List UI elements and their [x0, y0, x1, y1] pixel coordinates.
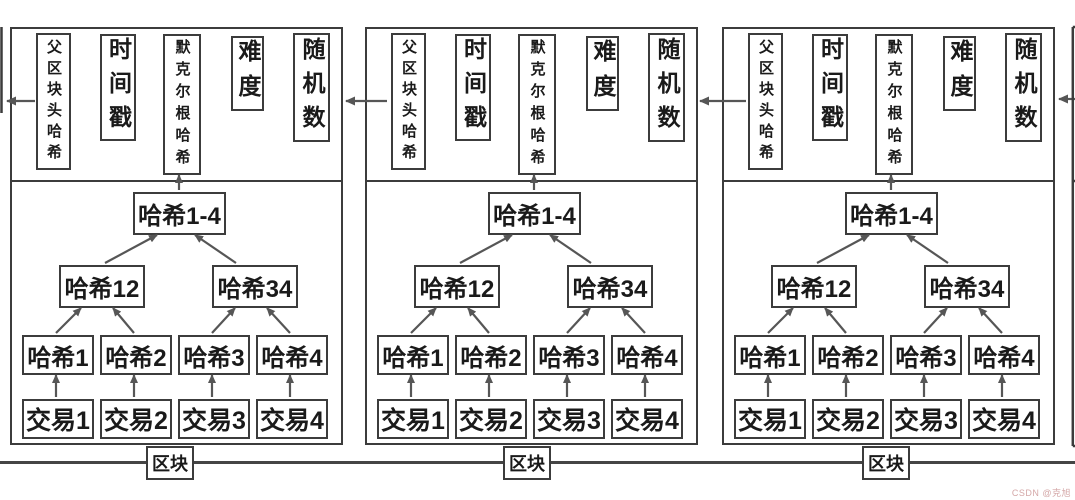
hash-34-box: 哈希34 [924, 265, 1010, 308]
arrow-hash4-to-hash34 [620, 306, 646, 334]
hash-1-4-box: 哈希1-4 [488, 192, 581, 235]
field-difficulty-label: 难度 [947, 38, 973, 109]
field-parent-block-header-hash-label: 父区块头哈希 [757, 38, 774, 165]
arrow-hash4-to-hash34 [977, 306, 1003, 334]
field-merkle-root-hash-label: 默克尔根哈希 [528, 38, 546, 171]
field-difficulty: 难度 [586, 36, 619, 111]
transaction-3-box: 交易3 [178, 399, 250, 439]
hash-1-box: 哈希1 [377, 335, 449, 375]
field-nonce: 随机数 [293, 33, 330, 142]
transaction-1-box: 交易1 [734, 399, 806, 439]
field-merkle-root-hash: 默克尔根哈希 [875, 34, 913, 175]
field-difficulty: 难度 [943, 36, 976, 111]
field-nonce-label: 随机数 [1011, 36, 1037, 139]
field-merkle-root-hash-label: 默克尔根哈希 [173, 38, 191, 171]
block-label-1: 区块 [146, 446, 194, 480]
arrow-hash12-to-root [815, 233, 870, 264]
arrow-hash1-to-hash12 [54, 306, 82, 334]
hash-1-4-box: 哈希1-4 [845, 192, 938, 235]
field-nonce-label: 随机数 [299, 36, 325, 139]
transaction-3-box: 交易3 [533, 399, 605, 439]
field-timestamp-label: 时间戳 [105, 36, 132, 139]
hash-4-box: 哈希4 [968, 335, 1040, 375]
field-timestamp: 时间戳 [455, 34, 491, 141]
header-body-divider [724, 179, 1053, 182]
hash-2-box: 哈希2 [455, 335, 527, 375]
arrow-hash2-to-hash12 [823, 306, 847, 334]
block-label-3: 区块 [862, 446, 910, 480]
block-1: 父区块头哈希 时间戳 默克尔根哈希 难度 随机数 哈希1-4 哈希12 哈希34… [10, 27, 343, 445]
transaction-2-box: 交易2 [812, 399, 884, 439]
field-parent-block-header-hash: 父区块头哈希 [748, 33, 783, 170]
field-timestamp-label: 时间戳 [460, 36, 487, 139]
field-timestamp: 时间戳 [100, 34, 136, 141]
field-merkle-root-hash: 默克尔根哈希 [163, 34, 201, 175]
watermark: CSDN @克旭 [1011, 488, 1071, 498]
field-merkle-root-hash-label: 默克尔根哈希 [885, 38, 903, 171]
block-3: 父区块头哈希 时间戳 默克尔根哈希 难度 随机数 哈希1-4 哈希12 哈希34… [722, 27, 1055, 445]
transaction-2-box: 交易2 [455, 399, 527, 439]
transaction-4-box: 交易4 [256, 399, 328, 439]
transaction-1-box: 交易1 [22, 399, 94, 439]
field-timestamp-label: 时间戳 [817, 36, 844, 139]
hash-1-box: 哈希1 [22, 335, 94, 375]
arrow-hash3-to-hash34 [922, 306, 948, 334]
field-nonce: 随机数 [648, 33, 685, 142]
arrow-hash2-to-hash12 [466, 306, 490, 334]
transaction-2-box: 交易2 [100, 399, 172, 439]
header-body-divider [367, 179, 696, 182]
arrow-hash34-to-root [905, 233, 949, 264]
field-merkle-root-hash: 默克尔根哈希 [518, 34, 556, 175]
hash-12-box: 哈希12 [414, 265, 500, 308]
block-label-2: 区块 [503, 446, 551, 480]
transaction-1-box: 交易1 [377, 399, 449, 439]
hash-3-box: 哈希3 [890, 335, 962, 375]
hash-1-4-box: 哈希1-4 [133, 192, 226, 235]
hash-12-box: 哈希12 [771, 265, 857, 308]
hash-34-box: 哈希34 [212, 265, 298, 308]
field-parent-block-header-hash-label: 父区块头哈希 [400, 38, 417, 165]
field-parent-block-header-hash: 父区块头哈希 [36, 33, 71, 170]
hash-12-box: 哈希12 [59, 265, 145, 308]
hash-34-box: 哈希34 [567, 265, 653, 308]
arrow-hash34-to-root [548, 233, 592, 264]
arrow-hash12-to-root [103, 233, 158, 264]
field-difficulty-label: 难度 [590, 38, 616, 109]
arrow-hash1-to-hash12 [766, 306, 794, 334]
block-2: 父区块头哈希 时间戳 默克尔根哈希 难度 随机数 哈希1-4 哈希12 哈希34… [365, 27, 698, 445]
header-body-divider [12, 179, 341, 182]
transaction-3-box: 交易3 [890, 399, 962, 439]
arrow-hash2-to-hash12 [111, 306, 135, 334]
field-nonce: 随机数 [1005, 33, 1042, 142]
hash-3-box: 哈希3 [178, 335, 250, 375]
arrow-hash34-to-root [193, 233, 237, 264]
arrow-hash3-to-hash34 [210, 306, 236, 334]
hash-3-box: 哈希3 [533, 335, 605, 375]
hash-2-box: 哈希2 [812, 335, 884, 375]
transaction-4-box: 交易4 [968, 399, 1040, 439]
field-timestamp: 时间戳 [812, 34, 848, 141]
field-difficulty: 难度 [231, 36, 264, 111]
arrow-hash3-to-hash34 [565, 306, 591, 334]
hash-2-box: 哈希2 [100, 335, 172, 375]
arrow-hash12-to-root [458, 233, 513, 264]
hash-1-box: 哈希1 [734, 335, 806, 375]
field-nonce-label: 随机数 [654, 36, 680, 139]
transaction-4-box: 交易4 [611, 399, 683, 439]
hash-4-box: 哈希4 [611, 335, 683, 375]
hash-4-box: 哈希4 [256, 335, 328, 375]
arrow-hash1-to-hash12 [409, 306, 437, 334]
arrow-hash4-to-hash34 [265, 306, 291, 334]
field-parent-block-header-hash-label: 父区块头哈希 [45, 38, 62, 165]
field-difficulty-label: 难度 [235, 38, 261, 109]
field-parent-block-header-hash: 父区块头哈希 [391, 33, 426, 170]
